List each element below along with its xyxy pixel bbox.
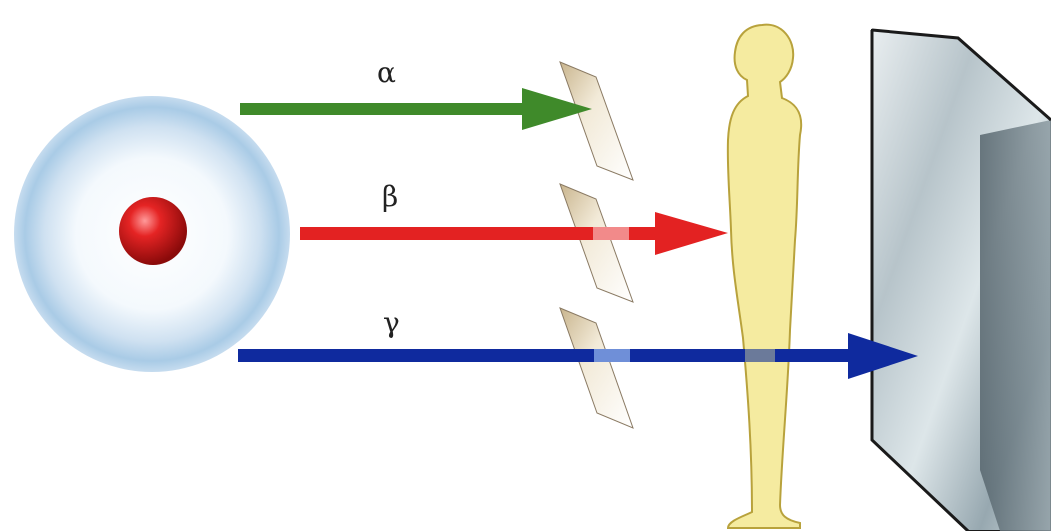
paper-sheet-bottom bbox=[559, 307, 634, 429]
block-top-edge bbox=[871, 28, 1051, 122]
gamma-label: γ bbox=[383, 306, 400, 339]
beta-through-paper bbox=[593, 227, 629, 240]
gamma-through-body bbox=[745, 349, 775, 362]
block-inner-shadow bbox=[980, 120, 1051, 531]
gamma-ray: γ bbox=[238, 306, 918, 379]
beta-arrowhead bbox=[655, 212, 728, 255]
lead-block-icon bbox=[870, 28, 1051, 531]
paper-sheet-icon bbox=[559, 61, 634, 429]
nucleus bbox=[119, 197, 187, 265]
alpha-arrowhead bbox=[522, 88, 592, 130]
gamma-through-paper bbox=[594, 349, 630, 362]
block-edge bbox=[870, 30, 970, 531]
beta-ray: β bbox=[300, 180, 728, 255]
human-body-icon bbox=[726, 23, 803, 529]
gamma-arrowhead bbox=[848, 333, 918, 379]
paper-sheet-top bbox=[559, 61, 634, 181]
alpha-ray: α bbox=[240, 56, 592, 130]
alpha-label: α bbox=[377, 56, 396, 89]
atom-icon bbox=[14, 96, 290, 372]
beta-label: β bbox=[382, 180, 398, 213]
paper-sheet-middle bbox=[559, 183, 634, 303]
